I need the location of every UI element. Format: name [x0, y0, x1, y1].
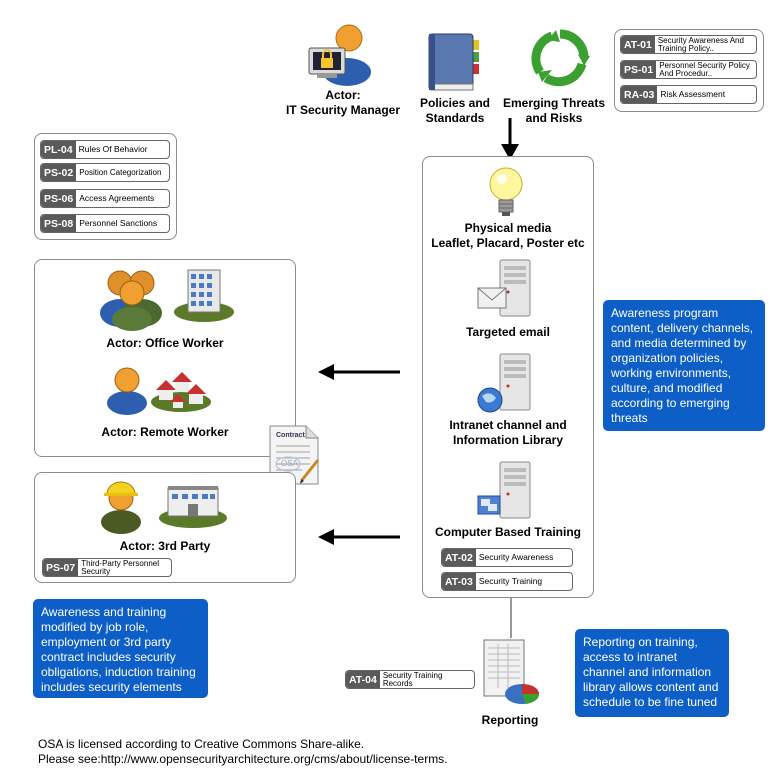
cbt-server-icon — [477, 461, 531, 519]
control-name: Security Training Records — [382, 670, 443, 688]
it-manager-label: Actor: IT Security Manager — [285, 88, 401, 117]
reporting-label: Reporting — [481, 713, 539, 727]
arrow-to-third-party — [318, 529, 400, 545]
remote-worker-label: Actor: Remote Worker — [101, 425, 229, 439]
license-line-2: Please see:http://www.opensecurityarchit… — [38, 752, 448, 766]
workers-panel — [34, 259, 296, 457]
down-arrow — [501, 118, 519, 160]
role-note: Awareness and training modified by job r… — [33, 599, 208, 698]
control-id: PS-01 — [621, 61, 657, 78]
targeted-email-label: Targeted email — [466, 325, 550, 339]
control-ps-07[interactable]: PS-07 Third-Party Personnel Security — [42, 558, 172, 577]
control-id: AT-02 — [442, 549, 476, 566]
control-name: Security Awareness And Training Policy.. — [657, 35, 744, 53]
control-ps-02[interactable]: PS-02 Position Categorization — [40, 163, 170, 182]
control-id: RA-03 — [621, 86, 658, 103]
email-server-icon — [477, 259, 531, 317]
control-name: Risk Assessment — [660, 89, 726, 100]
reporting-note: Reporting on training, access to intrane… — [575, 629, 729, 717]
control-name: Security Training — [478, 576, 543, 587]
intranet-label: Intranet channel and Information Library — [449, 418, 567, 447]
book-icon — [428, 33, 479, 91]
control-at-03[interactable]: AT-03 Security Training — [441, 572, 573, 591]
license-line-1: OSA is licensed according to Creative Co… — [38, 737, 365, 751]
report-chart-icon — [483, 639, 540, 704]
control-name: Security Awareness — [478, 552, 554, 563]
intranet-server-icon — [477, 353, 531, 413]
reporting-connector — [510, 598, 512, 638]
awareness-note: Awareness program content, delivery chan… — [603, 300, 765, 431]
contract-document-icon — [269, 425, 320, 485]
control-at-01[interactable]: AT-01 Security Awareness And Training Po… — [620, 35, 757, 54]
third-party-building-icon — [159, 486, 227, 528]
control-id: PS-02 — [41, 164, 77, 181]
policies-label: Policies and Standards — [419, 96, 491, 125]
control-name: Rules Of Behavior — [78, 144, 148, 155]
control-at-02[interactable]: AT-02 Security Awareness — [441, 548, 573, 567]
office-worker-label: Actor: Office Worker — [106, 336, 224, 350]
contract-stamp: OSA — [281, 459, 298, 468]
office-building-icon — [174, 269, 234, 322]
control-ps-01[interactable]: PS-01 Personnel Security Policy And Proc… — [620, 60, 757, 79]
control-ps-06[interactable]: PS-06 Access Agreements — [40, 189, 170, 208]
control-at-04[interactable]: AT-04 Security Training Records — [345, 670, 475, 689]
cbt-label: Computer Based Training — [434, 525, 582, 539]
houses-icon — [151, 372, 211, 412]
control-id: AT-01 — [621, 36, 655, 53]
office-workers-icon — [100, 270, 162, 331]
control-name: Personnel Sanctions — [79, 218, 158, 229]
control-id: PL-04 — [41, 141, 76, 158]
third-party-label: Actor: 3rd Party — [119, 539, 211, 553]
control-pl-04[interactable]: PL-04 Rules Of Behavior — [40, 140, 170, 159]
contract-title: Contract — [276, 432, 305, 439]
control-name: Position Categorization — [79, 167, 162, 177]
recycle-icon — [531, 29, 590, 87]
arrow-to-workers — [318, 364, 400, 380]
control-name: Access Agreements — [79, 193, 155, 204]
third-party-worker-icon — [101, 481, 141, 534]
physical-media-label: Physical media Leaflet, Placard, Poster … — [431, 221, 585, 250]
control-ra-03[interactable]: RA-03 Risk Assessment — [620, 85, 757, 104]
control-id: PS-08 — [41, 215, 77, 232]
control-id: PS-07 — [43, 559, 79, 576]
control-name: Third-Party Personnel Security — [81, 558, 159, 576]
control-id: PS-06 — [41, 190, 77, 207]
control-id: AT-03 — [442, 573, 476, 590]
it-manager-icon — [308, 24, 371, 86]
control-name: Personnel Security Policy And Procedur.. — [659, 60, 750, 78]
lightbulb-icon — [489, 167, 523, 216]
control-id: AT-04 — [346, 671, 380, 688]
threats-label: Emerging Threats and Risks — [502, 96, 606, 125]
remote-worker-icon — [107, 367, 147, 415]
control-ps-08[interactable]: PS-08 Personnel Sanctions — [40, 214, 170, 233]
